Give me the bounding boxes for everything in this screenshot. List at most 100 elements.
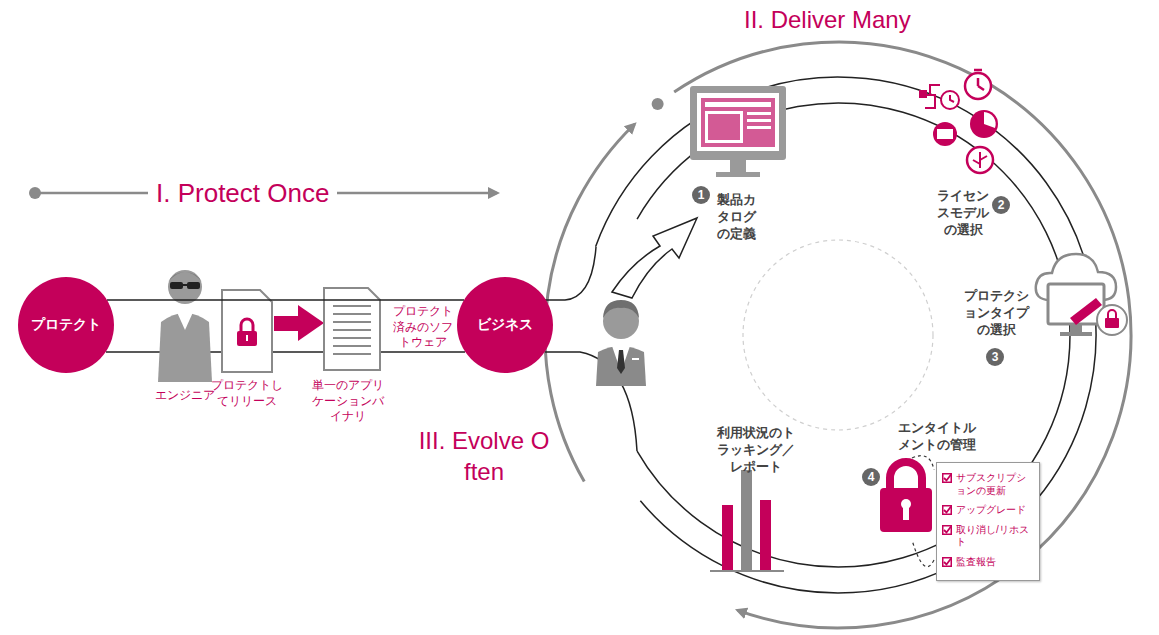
engineer-figure-part xyxy=(187,282,200,289)
binary-document-part-part xyxy=(333,305,371,307)
binary-document-part xyxy=(333,306,371,354)
protection-type-icons xyxy=(1036,254,1127,336)
protection-type-icons-part xyxy=(1070,324,1082,332)
engineer-figure xyxy=(158,270,212,382)
cycle-rings-part xyxy=(596,77,1096,593)
protect-circle: プロテクト xyxy=(18,277,114,373)
catalog-monitor-part xyxy=(708,114,740,140)
engineer-figure-part xyxy=(170,282,183,289)
checkbox-tick xyxy=(944,558,951,564)
checkbox-tick xyxy=(944,526,951,532)
cycle-rings-part xyxy=(674,42,1131,628)
figure-label: 単一のアプリケーションバイナリ xyxy=(308,378,388,425)
flow-line xyxy=(106,247,637,451)
catalog-monitor-part xyxy=(747,126,771,129)
figure-label: プロテクトしてリリース xyxy=(208,378,286,409)
business-figure-part xyxy=(617,350,625,374)
business-figure-part xyxy=(632,358,639,360)
license-model-icons-part xyxy=(967,147,993,173)
cycle-rings xyxy=(545,42,1131,628)
protection-type-icons-part xyxy=(1105,318,1119,328)
catalog-monitor xyxy=(690,86,786,177)
checkbox-icon xyxy=(942,473,952,483)
entitlement-checklist: サブスクリプションの更新アップグレード取り消し/リホスト監査報告 xyxy=(936,462,1040,581)
license-model-icons-part xyxy=(937,129,953,139)
checkbox-tick xyxy=(944,475,951,481)
protection-type-icons-part xyxy=(1060,332,1092,336)
checklist-item: アップグレード xyxy=(942,504,1034,517)
flow-line xyxy=(107,299,464,301)
license-model-icons-part xyxy=(984,112,996,128)
protected-document xyxy=(222,290,272,372)
phase-title: III. Evolve Often xyxy=(418,425,550,487)
protection-type-icons-part xyxy=(1097,305,1127,335)
checkbox-box xyxy=(943,474,952,483)
license-model-icons xyxy=(919,70,998,173)
checkbox-tick xyxy=(944,507,951,513)
catalog-monitor-part xyxy=(690,86,786,160)
checklist-text: 監査報告 xyxy=(956,556,996,569)
binary-document-part-part xyxy=(333,321,371,323)
catalog-monitor-part xyxy=(730,160,746,172)
engineer-figure-part xyxy=(182,284,188,286)
step-label: 利用状況のトラッキング／レポート xyxy=(714,425,798,476)
catalog-monitor-part xyxy=(747,119,771,122)
business-figure xyxy=(596,300,646,386)
entitlement-lock-part xyxy=(912,456,934,470)
usage-bars-part xyxy=(760,500,771,570)
license-model-icons-part xyxy=(919,90,927,98)
release-arrow xyxy=(274,305,324,341)
business-figure-part xyxy=(603,300,639,318)
step-label: ライセンスモデルの選択 xyxy=(935,188,991,239)
entitlement-lock-part xyxy=(903,506,909,520)
binary-document-part-part xyxy=(333,337,371,339)
business-figure-part xyxy=(596,346,646,386)
step-label: 製品カタログの定義 xyxy=(712,192,760,243)
checkbox-icon xyxy=(942,505,952,515)
binary-document-part-part xyxy=(333,345,371,347)
binary-document-part-part xyxy=(333,329,371,331)
callout-number: 1 xyxy=(692,186,710,204)
entitlement-lock-part xyxy=(912,540,934,567)
flow-line-part xyxy=(545,247,596,300)
usage-bars-part xyxy=(741,470,752,570)
figure-label: エンジニア xyxy=(150,388,220,404)
license-model-icons-part xyxy=(933,122,957,146)
license-model-icons-part xyxy=(950,95,954,102)
checkbox-box xyxy=(943,525,952,534)
license-model-icons-part xyxy=(970,110,998,138)
checklist-text: アップグレード xyxy=(956,504,1026,517)
business-circle: ビジネス xyxy=(457,277,553,373)
catalog-monitor-part xyxy=(705,111,743,143)
checklist-item: 監査報告 xyxy=(942,556,1034,569)
checkbox-icon xyxy=(942,525,952,535)
step-label: プロテクションタイプの選択 xyxy=(960,288,1032,339)
cycle-rings-part xyxy=(743,240,933,430)
step-label: エンタイトルメントの管理 xyxy=(895,420,979,454)
circle-label: プロテクト xyxy=(31,316,101,334)
protection-type-icons-part xyxy=(1048,284,1104,324)
catalog-monitor-part xyxy=(705,102,771,107)
circle-label: ビジネス xyxy=(477,316,533,334)
catalog-monitor-part xyxy=(697,93,779,151)
outline-arrow xyxy=(612,218,697,298)
outline-arrow-part xyxy=(612,218,697,298)
checkbox-box xyxy=(943,557,952,566)
catalog-monitor-part xyxy=(716,172,760,177)
protection-type-icons-part xyxy=(1108,310,1116,318)
phase-title: I. Protect Once xyxy=(148,177,337,209)
cycle-rings-part xyxy=(652,98,664,110)
binary-document-part-part xyxy=(333,313,371,315)
usage-bars-part xyxy=(722,505,733,570)
protected-document-part xyxy=(246,335,248,341)
phase-title: II. Deliver Many xyxy=(736,4,919,36)
engineer-figure-part xyxy=(168,270,202,304)
entitlement-lock-part xyxy=(890,462,922,490)
checklist-text: サブスクリプションの更新 xyxy=(956,472,1034,497)
checklist-item: 取り消し/リホスト xyxy=(942,524,1034,549)
protected-document-part xyxy=(241,319,253,331)
protect-once-axis-part xyxy=(29,187,41,199)
release-arrow-part xyxy=(298,305,324,341)
callout-number: 3 xyxy=(986,348,1004,366)
